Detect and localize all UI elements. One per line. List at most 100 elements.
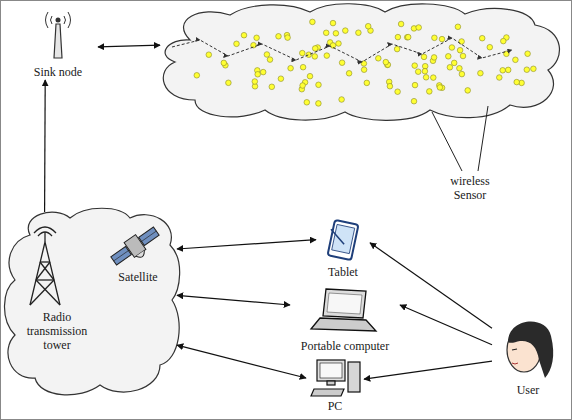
sensor-dot <box>465 88 471 94</box>
sensor-dot <box>221 60 227 66</box>
sensor-cloud <box>163 4 559 121</box>
leader-line <box>432 112 462 171</box>
sensor-dot <box>531 66 537 72</box>
sensor-dot <box>431 55 437 61</box>
link-arrow <box>177 345 306 378</box>
sensor-dot <box>300 83 306 89</box>
sensor-dot <box>439 36 445 42</box>
pc-icon <box>311 360 360 396</box>
sensor-dot <box>415 69 421 75</box>
sensor-dot <box>300 50 306 56</box>
sensor-dot <box>387 83 393 89</box>
sensor-dot <box>460 53 466 59</box>
sensor-dot <box>500 68 506 74</box>
device-node: Tablet <box>316 218 370 280</box>
sensor-dot <box>307 73 313 79</box>
sensor-dot <box>255 72 261 78</box>
link-arrow <box>177 240 316 249</box>
sensor-dot <box>412 63 418 69</box>
satellite-icon <box>109 224 164 272</box>
sensor-dot <box>398 21 404 27</box>
sensor-dot <box>364 80 370 86</box>
sensor-dot <box>505 67 511 73</box>
node-label: PC <box>328 399 343 414</box>
sensor-dot <box>316 101 322 107</box>
sink-node: Sink node <box>18 8 98 80</box>
sensor-dot <box>412 82 418 88</box>
sensor-dot <box>346 71 352 77</box>
sensor-dot <box>449 45 455 51</box>
link-arrow <box>44 80 46 212</box>
node-label: Tablet <box>328 265 358 280</box>
sensor-dot <box>323 30 329 36</box>
node-label: Sink node <box>34 65 82 80</box>
sensor-dot <box>524 67 530 73</box>
sensor-dot <box>525 51 531 57</box>
sensor-dot <box>343 28 349 34</box>
sensor-dot <box>478 70 484 76</box>
sensor-dot <box>276 34 282 40</box>
sensor-dot <box>234 41 240 47</box>
sensor-dot <box>269 84 275 90</box>
sensor-dot <box>300 64 306 70</box>
device-node: Portable computer <box>290 284 400 354</box>
sensor-dot <box>254 35 260 41</box>
sensor-dots <box>194 19 536 106</box>
sensor-dot <box>304 100 310 106</box>
leader-line <box>478 106 488 171</box>
node-label: Satellite <box>105 270 171 284</box>
node-label: Radio transmission tower <box>20 310 94 352</box>
sensor-dot <box>432 35 438 41</box>
sensor-dot <box>447 65 453 71</box>
network-cloud-node: Radio transmission tower Satellite <box>5 212 177 397</box>
sensor-dot <box>457 47 463 53</box>
network-cloud <box>4 208 179 395</box>
sensor-dot <box>411 98 417 104</box>
sensor-dot <box>260 69 266 75</box>
sensor-field: wireless Sensor <box>160 4 566 210</box>
sensor-dot <box>421 54 427 60</box>
link-arrow <box>400 305 492 345</box>
sensor-dot <box>383 59 389 65</box>
sensor-dot <box>422 68 428 74</box>
sensor-dot <box>330 43 336 49</box>
sensor-dot <box>356 30 362 36</box>
sensor-dot <box>457 66 463 72</box>
sensor-dot <box>395 34 401 40</box>
sensor-dot <box>423 75 429 81</box>
node-label: User <box>517 383 540 398</box>
sensor-dot <box>336 41 342 47</box>
sensor-dot <box>459 71 465 77</box>
sensor-dot <box>252 79 258 85</box>
sensor-dot <box>288 65 294 71</box>
sensor-dot <box>285 35 291 41</box>
user-icon <box>507 322 553 378</box>
sensor-dot <box>324 53 330 59</box>
sensor-dot <box>501 38 507 44</box>
link-arrow <box>370 243 492 328</box>
node-label: wireless Sensor <box>438 174 502 202</box>
sensor-dot <box>405 34 411 40</box>
sensor-dot <box>206 52 212 58</box>
sensor-dot <box>451 60 457 66</box>
sensor-dot <box>497 75 503 81</box>
laptop-icon <box>311 289 376 331</box>
sensor-dot <box>446 54 452 60</box>
sensor-dot <box>361 67 367 73</box>
sensor-dot <box>513 57 519 63</box>
device-node: PC <box>306 356 364 414</box>
user-node: User <box>492 316 564 398</box>
tablet-icon <box>326 219 359 260</box>
sensor-dot <box>312 46 318 52</box>
sensor-dot <box>376 56 382 62</box>
sensor-dot <box>310 19 316 25</box>
sensor-dot <box>226 80 232 86</box>
sensor-dot <box>455 24 461 30</box>
node-label: Portable computer <box>301 339 389 354</box>
link-arrow <box>177 295 290 305</box>
sensor-dot <box>395 89 401 95</box>
